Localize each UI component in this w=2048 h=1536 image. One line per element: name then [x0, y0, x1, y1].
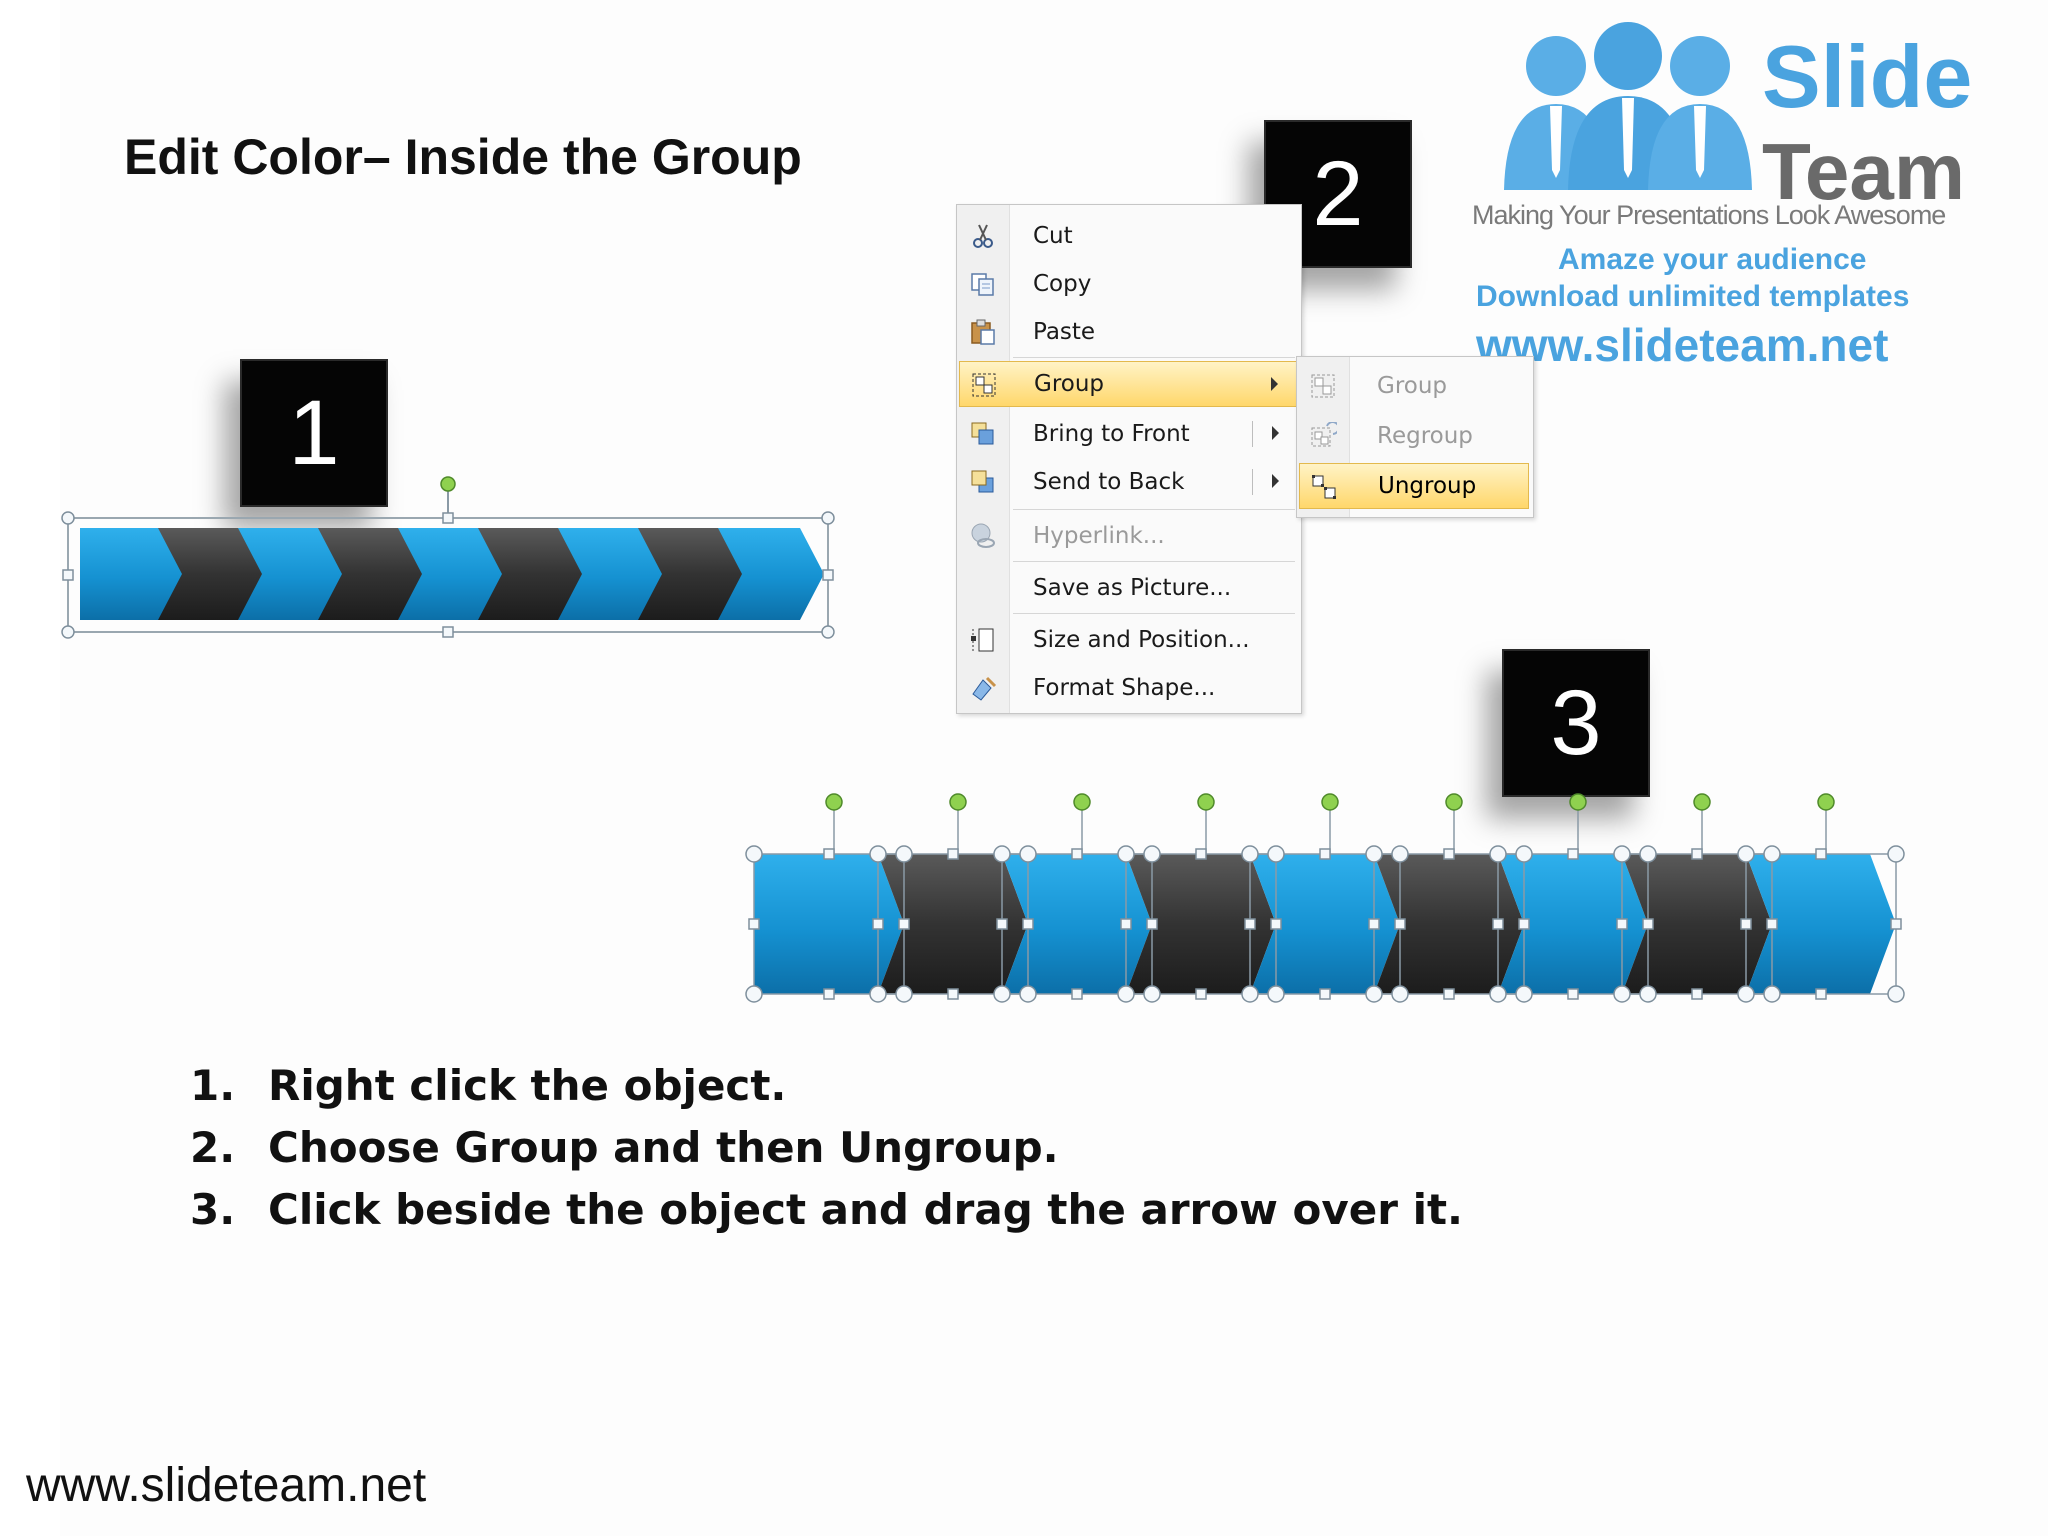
- context-menu: Cut Copy Paste Group Bring to Front Send…: [956, 204, 1302, 714]
- instruction-text: Click beside the object and drag the arr…: [268, 1184, 1464, 1234]
- instruction-item: 3. Click beside the object and drag the …: [190, 1178, 1463, 1240]
- hyperlink-icon: [971, 523, 995, 548]
- submenu-arrow-icon: [1272, 426, 1279, 440]
- menu-item-label: Size and Position...: [1033, 627, 1250, 653]
- bring-to-front-icon: [971, 422, 994, 445]
- instruction-list: 1. Right click the object. 2. Choose Gro…: [190, 1054, 1463, 1240]
- submenu-item-label: Ungroup: [1378, 473, 1477, 499]
- logo-word-slide: Slide: [1762, 27, 1973, 126]
- grouped-chevron-object[interactable]: [60, 474, 840, 644]
- menu-item-send-to-back[interactable]: Send to Back: [959, 459, 1297, 505]
- menu-separator: [1013, 357, 1295, 358]
- menu-separator: [1013, 509, 1295, 510]
- menu-separator: [1013, 613, 1295, 614]
- logo-promo-1: Amaze your audience: [1558, 243, 1867, 276]
- instruction-number: 1.: [190, 1060, 236, 1110]
- copy-icon: [971, 273, 994, 296]
- logo-word-team: Team: [1762, 127, 1966, 216]
- submenu-item-group[interactable]: Group: [1299, 363, 1529, 409]
- menu-item-label: Save as Picture...: [1033, 575, 1232, 601]
- menu-item-label: Send to Back: [1033, 469, 1185, 495]
- regroup-icon: [1311, 422, 1337, 447]
- submenu-item-label: Regroup: [1377, 423, 1473, 449]
- step-badge-1: 1: [240, 359, 388, 507]
- split-divider: [1252, 469, 1253, 495]
- format-shape-icon: [972, 676, 997, 701]
- send-to-back-icon: [971, 470, 994, 493]
- menu-item-size-and-position[interactable]: Size and Position...: [959, 617, 1297, 663]
- logo-tagline: Making Your Presentations Look Awesome: [1472, 200, 1946, 230]
- menu-item-save-as-picture[interactable]: Save as Picture...: [959, 565, 1297, 611]
- instruction-text: Choose Group and then Ungroup.: [268, 1122, 1059, 1172]
- slide-title: Edit Color– Inside the Group: [124, 129, 802, 185]
- menu-item-cut[interactable]: Cut: [959, 213, 1297, 259]
- step-badge-3: 3: [1502, 649, 1650, 797]
- scissors-icon: [973, 224, 993, 248]
- group-submenu: Group Regroup Ungroup: [1296, 356, 1534, 518]
- footer-url[interactable]: www.slideteam.net: [26, 1459, 427, 1512]
- menu-item-label: Paste: [1033, 319, 1096, 345]
- people-logo-icon: [1504, 22, 1752, 190]
- submenu-item-ungroup[interactable]: Ungroup: [1299, 463, 1529, 509]
- menu-item-label: Hyperlink...: [1033, 523, 1165, 549]
- logo-url: www.slideteam.net: [1476, 319, 1889, 371]
- instruction-number: 3.: [190, 1184, 236, 1234]
- logo-promo-2: Download unlimited templates: [1476, 280, 1910, 313]
- menu-item-label: Cut: [1033, 223, 1073, 249]
- ungroup-icon: [1312, 475, 1336, 499]
- menu-item-label: Format Shape...: [1033, 675, 1216, 701]
- instruction-text: Right click the object.: [268, 1060, 787, 1110]
- submenu-item-label: Group: [1377, 373, 1448, 399]
- menu-item-bring-to-front[interactable]: Bring to Front: [959, 411, 1297, 457]
- instruction-item: 1. Right click the object.: [190, 1054, 1463, 1116]
- menu-item-format-shape[interactable]: Format Shape...: [959, 665, 1297, 711]
- paste-icon: [971, 319, 995, 345]
- instruction-item: 2. Choose Group and then Ungroup.: [190, 1116, 1463, 1178]
- split-divider: [1252, 421, 1253, 447]
- instruction-number: 2.: [190, 1122, 236, 1172]
- submenu-arrow-icon: [1272, 474, 1279, 488]
- group-icon: [972, 373, 996, 397]
- menu-item-copy[interactable]: Copy: [959, 261, 1297, 307]
- menu-item-label: Group: [1034, 371, 1105, 397]
- submenu-arrow-icon: [1271, 377, 1278, 391]
- size-position-icon: [971, 628, 994, 652]
- menu-item-label: Copy: [1033, 271, 1092, 297]
- submenu-item-regroup[interactable]: Regroup: [1299, 413, 1529, 459]
- group-icon: [1311, 374, 1335, 398]
- menu-separator: [1013, 561, 1295, 562]
- menu-item-hyperlink[interactable]: Hyperlink...: [959, 513, 1297, 559]
- menu-item-label: Bring to Front: [1033, 421, 1190, 447]
- menu-item-group[interactable]: Group: [959, 361, 1297, 407]
- ungrouped-chevron-object[interactable]: [738, 786, 1918, 1016]
- menu-item-paste[interactable]: Paste: [959, 309, 1297, 355]
